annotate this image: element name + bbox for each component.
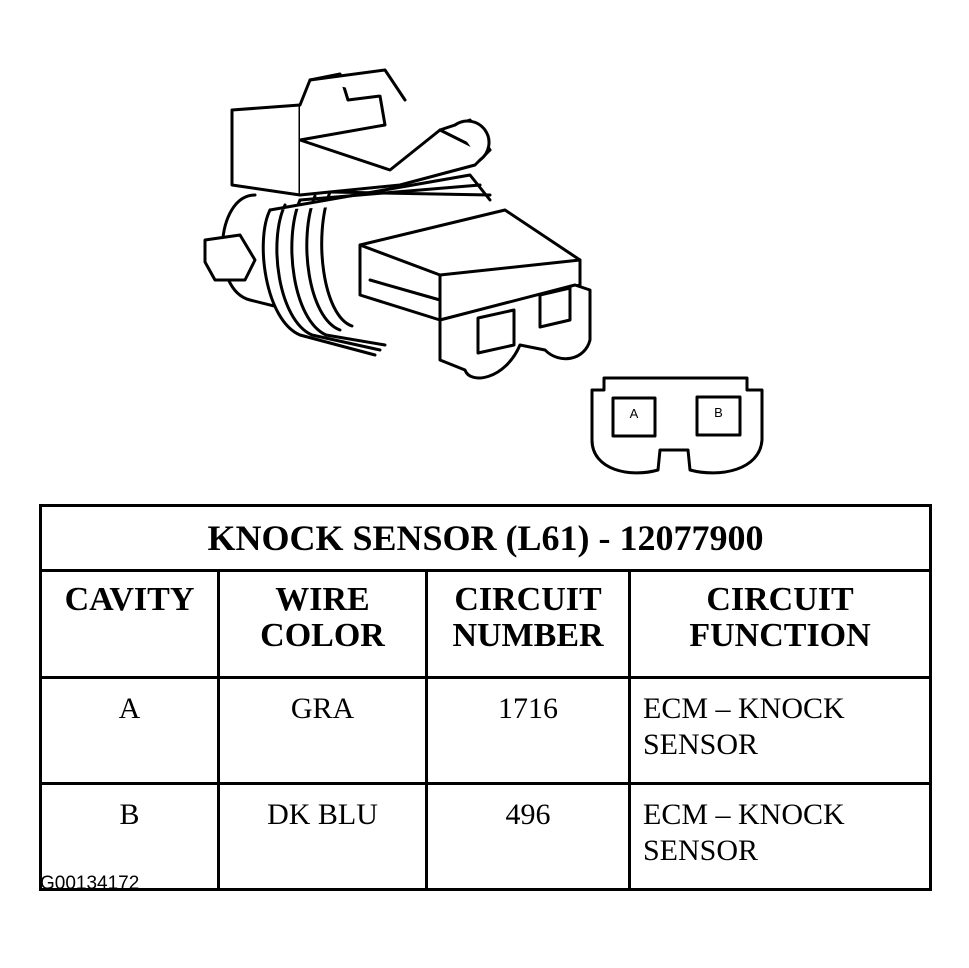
circuit-function-cell: ECM – KNOCK SENSOR	[627, 676, 933, 785]
wire-color-cell: GRA	[217, 676, 428, 785]
cavity-b-label: B	[714, 405, 723, 420]
table-title-row: KNOCK SENSOR (L61) - 12077900	[38, 504, 933, 572]
wire-color-cell: DK BLU	[217, 782, 428, 891]
cavity-a-label: A	[629, 406, 639, 421]
pinout-table: KNOCK SENSOR (L61) - 12077900 CAVITY WIR…	[38, 504, 933, 891]
table-row: B DK BLU 496 ECM – KNOCK SENSOR	[39, 782, 933, 891]
cavity-b-box	[695, 395, 742, 437]
circuit-function-cell: ECM – KNOCK SENSOR	[627, 782, 933, 891]
cavity-cell: B	[39, 782, 220, 891]
header-wire-color: WIRE COLOR	[217, 569, 428, 679]
cavity-a-box	[611, 396, 657, 438]
circuit-number-cell: 1716	[425, 676, 631, 785]
header-circuit-function: CIRCUIT FUNCTION	[627, 569, 933, 679]
table-title: KNOCK SENSOR (L61) - 12077900	[38, 504, 933, 572]
header-cavity: CAVITY	[39, 569, 220, 679]
table-header-row: CAVITY WIRE COLOR CIRCUIT NUMBER CIRCUIT…	[39, 569, 933, 679]
header-circuit-number: CIRCUIT NUMBER	[425, 569, 631, 679]
connector-illustration	[203, 68, 764, 475]
cavity-cell: A	[39, 676, 220, 785]
circuit-number-cell: 496	[425, 782, 631, 891]
figure-id: G00134172	[40, 873, 140, 894]
connector-body	[203, 68, 592, 380]
connector-face-view	[590, 376, 764, 475]
table-row: A GRA 1716 ECM – KNOCK SENSOR	[39, 676, 933, 785]
